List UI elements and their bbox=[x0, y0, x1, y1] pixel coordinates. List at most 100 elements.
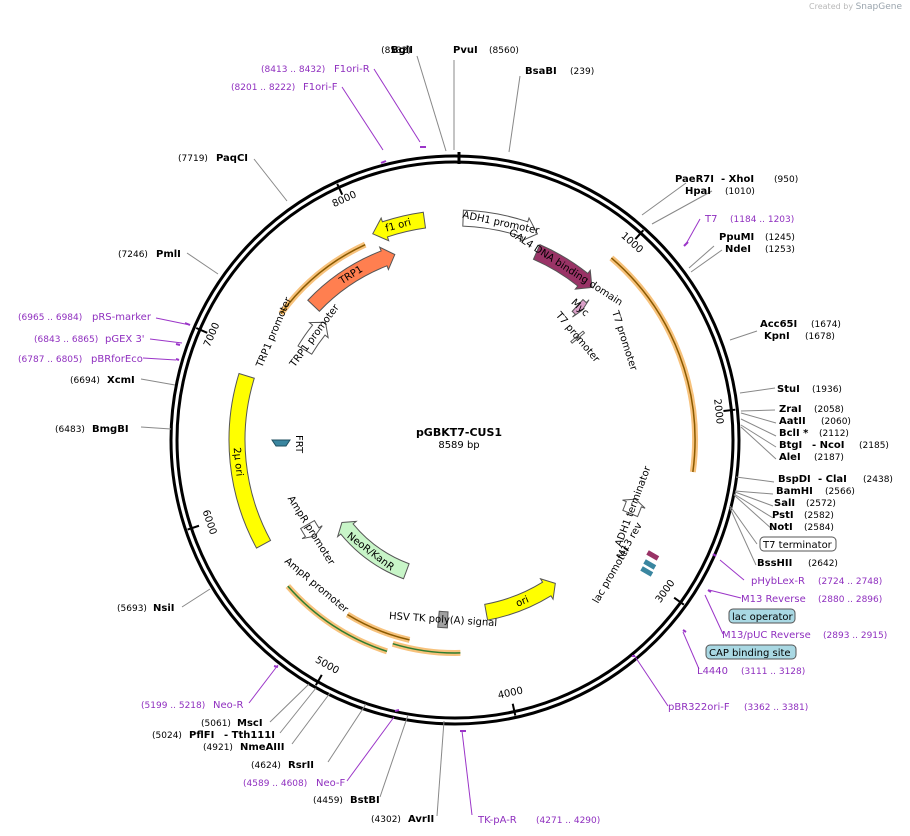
trp1-promoter-label: TRP1 promoter bbox=[254, 295, 294, 370]
primer-pos: (3362 .. 3381) bbox=[744, 703, 808, 713]
enzyme-pos: (1674) bbox=[811, 320, 841, 330]
tick-label: 8000 bbox=[331, 189, 359, 210]
primer-pos: (1184 .. 1203) bbox=[730, 215, 794, 225]
enzyme-pos: (7719) bbox=[178, 154, 208, 164]
enzyme-name: BsaBI bbox=[525, 66, 557, 77]
enzyme-pos: (2572) bbox=[806, 499, 836, 509]
enzyme-name: PflFI bbox=[189, 730, 214, 741]
enzyme-pos: (4624) bbox=[251, 761, 281, 771]
primer-arc bbox=[287, 585, 388, 653]
enzyme-name: AleI bbox=[779, 452, 801, 463]
primer-pos: (6787 .. 6805) bbox=[18, 355, 82, 365]
primer-marks bbox=[175, 146, 717, 732]
t7-promoter-label: T7 promoter bbox=[609, 309, 639, 373]
primer-arc bbox=[280, 243, 366, 315]
enzyme-name: BtgI bbox=[779, 440, 802, 451]
enzyme-name: BglI bbox=[391, 45, 413, 56]
enzyme-name: Acc65I bbox=[760, 319, 797, 330]
enzyme-pos: (2582) bbox=[804, 511, 834, 521]
primer-name: pRS-marker bbox=[92, 312, 152, 323]
enzyme-pos: (950) bbox=[774, 175, 798, 185]
tick-mark bbox=[336, 183, 344, 196]
primer-arc bbox=[392, 642, 461, 654]
enzyme-pos: (6694) bbox=[70, 376, 100, 386]
enzyme-name: BstBI bbox=[350, 795, 380, 806]
lac-feature-b bbox=[643, 559, 657, 570]
boxed-label-bg bbox=[728, 608, 796, 624]
enzyme-name: AatII bbox=[779, 416, 806, 427]
tick-label: 5000 bbox=[313, 655, 341, 677]
primer-name: M13/pUC Reverse bbox=[722, 630, 811, 641]
enzyme-pos: (7246) bbox=[118, 250, 148, 260]
enzyme-pos: (2060) bbox=[821, 417, 851, 427]
enzyme-pos: (4459) bbox=[313, 796, 343, 806]
enzyme-pos: (8560) bbox=[489, 46, 519, 56]
enzyme-pos: (2566) bbox=[825, 487, 855, 497]
tick-mark bbox=[673, 596, 685, 606]
backbone-outer-ring bbox=[169, 154, 741, 726]
enzyme-name: PaqCI bbox=[216, 153, 248, 164]
tick-mark bbox=[195, 327, 208, 334]
enzyme-name: XcmI bbox=[107, 375, 135, 386]
enzyme-name: PstI bbox=[772, 510, 794, 521]
feature-arrow bbox=[462, 209, 539, 242]
boxed-label-bg bbox=[705, 644, 797, 660]
primer-arc bbox=[610, 257, 696, 473]
enzyme-name: SalI bbox=[774, 498, 795, 509]
frt-label: FRT bbox=[293, 435, 304, 454]
enzyme-name: ZraI bbox=[779, 404, 802, 415]
enzyme-pos: (6483) bbox=[55, 425, 85, 435]
boxed-label-bg bbox=[759, 536, 837, 552]
feature-arrow bbox=[437, 610, 449, 629]
feature-arrow bbox=[228, 372, 272, 549]
watermark-brand: SnapGene bbox=[855, 2, 902, 12]
primer-name: pGEX 3' bbox=[105, 334, 145, 345]
enzyme-name: HpaI bbox=[685, 186, 711, 197]
enzyme-name: NotI bbox=[769, 522, 793, 533]
feature-arrow bbox=[622, 498, 646, 518]
enzyme-name: - XhoI bbox=[721, 174, 754, 185]
snapgene-watermark: Created by SnapGene bbox=[809, 2, 902, 12]
backbone-inner-ring bbox=[175, 160, 735, 720]
enzyme-labels: (8532) BglI BglI PvuI (8560) BsaBI (239)… bbox=[55, 45, 893, 825]
enzyme-pos: (1936) bbox=[812, 385, 842, 395]
enzyme-pos: (2642) bbox=[808, 559, 838, 569]
leader-lines bbox=[140, 55, 777, 817]
primer-name: TK-pA-R bbox=[477, 815, 517, 826]
primer-pos: (2880 .. 2896) bbox=[818, 595, 882, 605]
feature-arrow bbox=[297, 321, 329, 355]
enzyme-name: - Tth111I bbox=[224, 730, 275, 741]
primer-pos: (3111 .. 3128) bbox=[741, 667, 805, 677]
enzyme-name: NdeI bbox=[725, 244, 751, 255]
enzyme-pos: (239) bbox=[570, 67, 594, 77]
tick-label: 7000 bbox=[202, 321, 222, 349]
tick-mark bbox=[187, 524, 200, 531]
primer-name: L4440 bbox=[697, 666, 728, 677]
boxed-labels: T7 terminator lac operator CAP binding s… bbox=[705, 536, 837, 660]
enzyme-pos: (1253) bbox=[765, 245, 795, 255]
enzyme-pos: (4302) bbox=[371, 815, 401, 825]
boxed-label: lac operator bbox=[732, 612, 793, 623]
primer-name: pBRforEco bbox=[91, 354, 143, 365]
enzyme-name: - ClaI bbox=[818, 474, 847, 485]
primer-pos: (2724 .. 2748) bbox=[818, 577, 882, 587]
tick-mark bbox=[511, 703, 517, 716]
tick-label: 2000 bbox=[711, 398, 725, 424]
primer-labels: (8413 .. 8432) F1ori-R (8201 .. 8222) F1… bbox=[18, 64, 887, 826]
primer-pos: (8201 .. 8222) bbox=[231, 83, 295, 93]
feature-label: AmpR promoter bbox=[285, 494, 337, 568]
primer-arc bbox=[346, 613, 410, 641]
primer-leader-lines bbox=[142, 68, 745, 816]
feature-label: TRP1 promoter bbox=[288, 302, 343, 370]
feature-arrow bbox=[532, 243, 593, 290]
enzyme-name: NsiI bbox=[153, 603, 174, 614]
feature-label: NeoR/KanR bbox=[345, 531, 396, 574]
lac-feature-c bbox=[640, 566, 654, 577]
feature-label: 2μ ori bbox=[231, 447, 245, 477]
tick-mark bbox=[634, 229, 645, 240]
boxed-label: CAP binding site bbox=[709, 648, 791, 659]
enzyme-pos: (2058) bbox=[814, 405, 844, 415]
enzyme-pos: (5024) bbox=[152, 731, 182, 741]
lac-promoter-label: lac promoter bbox=[591, 544, 633, 606]
primer-pos: (8413 .. 8432) bbox=[261, 65, 325, 75]
